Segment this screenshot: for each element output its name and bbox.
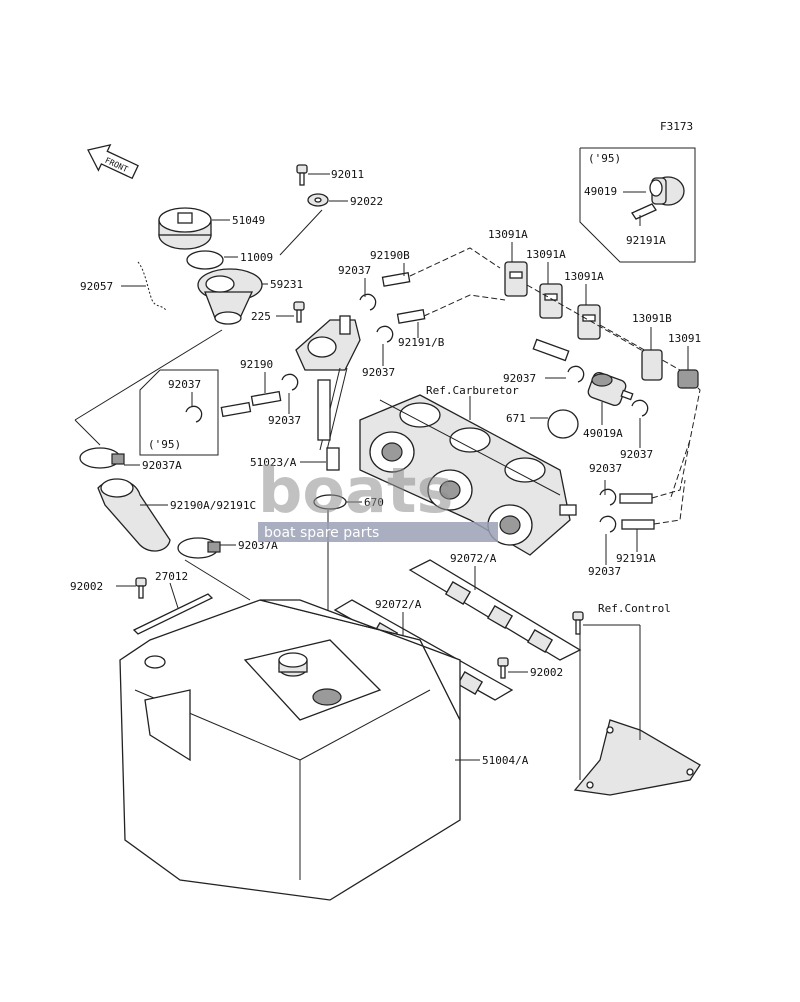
label-92037-box: 92037 bbox=[168, 378, 201, 391]
part-92072A-strap-upper bbox=[408, 559, 582, 661]
label-92037-a: 92037 bbox=[338, 264, 371, 277]
label-92191A-top: 92191A bbox=[626, 234, 666, 247]
part-49019A-filter bbox=[587, 372, 634, 406]
label-92037-f: 92037 bbox=[589, 462, 622, 475]
watermark-tagline: boat spare parts bbox=[264, 525, 379, 541]
label-225: 225 bbox=[251, 310, 271, 323]
label-92037-c: 92037 bbox=[268, 414, 301, 427]
part-92037-clamp-g bbox=[599, 515, 617, 533]
part-13091A-connector-3 bbox=[577, 304, 601, 340]
part-92011-screw bbox=[296, 164, 308, 186]
part-671-oring bbox=[547, 409, 579, 439]
part-92002-left-bolt bbox=[135, 577, 147, 599]
part-92190-hose-b bbox=[250, 390, 282, 407]
front-arrow-icon: FRONT bbox=[87, 143, 139, 180]
part-92037-clamp-d bbox=[567, 365, 585, 383]
label-51004A: 51004/A bbox=[482, 754, 529, 767]
label-92037-d: 92037 bbox=[503, 372, 536, 385]
part-92191A-top-drawing bbox=[631, 203, 657, 220]
part-92190B-hose bbox=[381, 272, 411, 287]
label-670: 670 bbox=[364, 496, 384, 509]
part-92190-hose-a bbox=[220, 401, 252, 418]
part-13091A-connector-1 bbox=[504, 261, 528, 297]
variant-box-left: ('95) 92037 bbox=[139, 369, 219, 456]
label-49019: 49019 bbox=[584, 185, 617, 198]
label-92191B: 92191/B bbox=[398, 336, 445, 349]
variant-label-left: ('95) bbox=[148, 438, 181, 451]
label-13091A-1: 13091A bbox=[488, 228, 528, 241]
part-92037-clamp-a bbox=[359, 293, 377, 311]
label-92011: 92011 bbox=[331, 168, 364, 181]
label-671: 671 bbox=[506, 412, 526, 425]
label-27012: 27012 bbox=[155, 570, 188, 583]
variant-label-top: ('95) bbox=[588, 152, 621, 165]
label-92190: 92190 bbox=[240, 358, 273, 371]
label-92190B: 92190B bbox=[370, 249, 410, 262]
label-11009: 11009 bbox=[240, 251, 273, 264]
label-13091A-2: 13091A bbox=[526, 248, 566, 261]
label-13091: 13091 bbox=[668, 332, 701, 345]
part-92022-washer bbox=[307, 193, 329, 207]
part-49019-drawing bbox=[649, 176, 685, 206]
label-13091A-3: 13091A bbox=[564, 270, 604, 283]
label-92037-b: 92037 bbox=[362, 366, 395, 379]
part-11009-oring bbox=[186, 250, 224, 270]
label-92022: 92022 bbox=[350, 195, 383, 208]
part-225-screw bbox=[293, 301, 305, 323]
label-92072A-upper: 92072/A bbox=[450, 552, 497, 565]
part-92191B-hose bbox=[396, 309, 426, 324]
figure-code: F3173 bbox=[660, 120, 693, 133]
part-27012-strap bbox=[132, 593, 214, 635]
part-92037-box-clamp bbox=[185, 405, 203, 423]
part-92037-clamp-c bbox=[281, 373, 299, 391]
label-49019A: 49019A bbox=[583, 427, 623, 440]
part-51004A-fuel-tank bbox=[119, 599, 461, 901]
label-92037-e: 92037 bbox=[620, 448, 653, 461]
part-92057-strap bbox=[137, 261, 167, 311]
watermark: boats boat spare parts bbox=[258, 454, 498, 542]
part-13091A-connector-2 bbox=[539, 283, 563, 319]
part-hose-short bbox=[532, 338, 570, 362]
label-51049: 51049 bbox=[232, 214, 265, 227]
label-92037A-2: 92037A bbox=[238, 539, 278, 552]
label-ref-control: Ref.Control bbox=[598, 602, 671, 615]
part-92037A-clamp-1 bbox=[79, 447, 125, 469]
watermark-brand: boats bbox=[258, 454, 453, 527]
label-92057: 92057 bbox=[80, 280, 113, 293]
label-59231: 59231 bbox=[270, 278, 303, 291]
variant-box-top: ('95) 49019 92191A bbox=[579, 147, 696, 263]
part-13091B-connector bbox=[641, 349, 663, 381]
label-92037-g: 92037 bbox=[588, 565, 621, 578]
part-51023-fuel-tap bbox=[295, 315, 361, 471]
part-59231-filler-neck bbox=[197, 268, 263, 325]
part-hose-right-1 bbox=[619, 493, 653, 504]
label-92072A-lower: 92072/A bbox=[375, 598, 422, 611]
part-92002-right-bolt bbox=[497, 657, 509, 679]
label-92190A: 92190A/92191C bbox=[170, 499, 256, 512]
label-92037A-1: 92037A bbox=[142, 459, 182, 472]
part-92037-clamp-e bbox=[631, 399, 649, 417]
part-control-bracket bbox=[572, 611, 701, 796]
part-13091-connector bbox=[677, 369, 699, 389]
part-92037A-clamp-2 bbox=[177, 537, 221, 559]
part-carburetor-assembly bbox=[359, 394, 577, 556]
part-51049-cap bbox=[158, 207, 212, 250]
label-13091B: 13091B bbox=[632, 312, 672, 325]
part-92191A-right-hose bbox=[621, 519, 655, 530]
label-ref-carburetor: Ref.Carburetor bbox=[426, 384, 519, 397]
part-92037-clamp-f bbox=[599, 488, 617, 506]
label-92002-right: 92002 bbox=[530, 666, 563, 679]
part-92037-clamp-b bbox=[376, 325, 394, 343]
label-92002-left: 92002 bbox=[70, 580, 103, 593]
label-92191A-r: 92191A bbox=[616, 552, 656, 565]
label-51023A: 51023/A bbox=[250, 456, 297, 469]
